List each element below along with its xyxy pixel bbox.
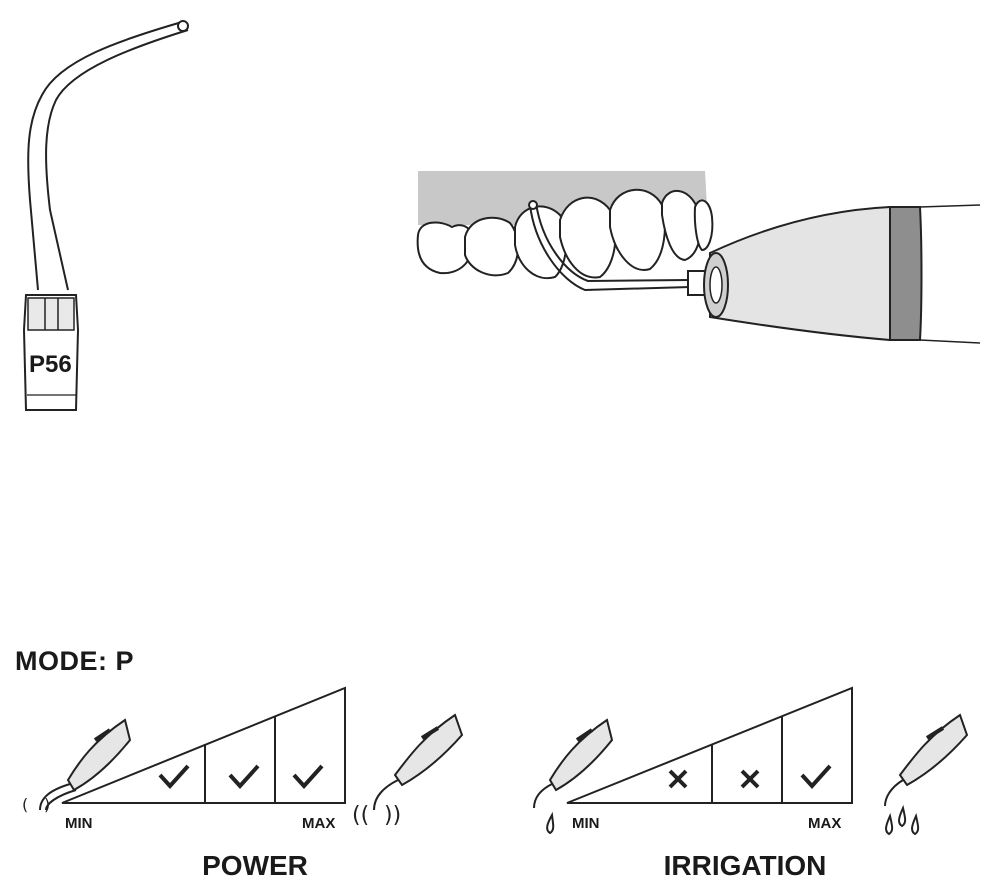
irrigation-scale-diagram — [533, 686, 969, 836]
power-scale-diagram: ( ) (( )) — [22, 686, 464, 828]
tooth-canine — [559, 196, 617, 279]
power-max-handpiece-icon: (( )) — [352, 713, 464, 828]
irrigation-min-label: MIN — [572, 815, 600, 832]
irrigation-title: IRRIGATION — [663, 850, 827, 881]
irrigation-min-handpiece-icon — [533, 718, 614, 835]
power-title: POWER — [202, 850, 308, 881]
tooth-incisor-3 — [693, 199, 714, 252]
tip-illustration: P56 — [22, 20, 189, 411]
multi-drop-icon — [885, 804, 920, 836]
teeth-handpiece-illustration — [416, 171, 981, 344]
tip-label: P56 — [29, 351, 72, 378]
tooth-premolar — [464, 216, 519, 277]
irrigation-level-1-cross-icon — [668, 769, 688, 789]
power-level-1-check-icon — [158, 764, 190, 789]
tooth-incisor — [609, 188, 666, 271]
power-level-3-check-icon — [292, 764, 324, 789]
irrigation-level-2-cross-icon — [740, 769, 760, 789]
power-max-label: MAX — [302, 815, 336, 832]
power-min-label: MIN — [65, 815, 93, 832]
handpiece-body — [709, 206, 901, 341]
irrigation-max-label: MAX — [808, 815, 842, 832]
power-min-handpiece-icon: ( ) — [22, 718, 132, 814]
irrigation-triangle — [566, 686, 853, 804]
single-drop-icon — [546, 811, 555, 835]
irrigation-max-handpiece-icon — [884, 713, 969, 836]
irrigation-level-3-check-icon — [800, 764, 832, 789]
svg-text:(: ( — [22, 795, 28, 814]
svg-text:): ) — [44, 795, 50, 814]
mode-title: MODE: P — [15, 646, 135, 676]
power-level-2-check-icon — [228, 764, 260, 789]
svg-text:)): )) — [384, 803, 401, 828]
svg-text:((: (( — [352, 803, 369, 828]
tip-ball-end — [177, 20, 189, 32]
